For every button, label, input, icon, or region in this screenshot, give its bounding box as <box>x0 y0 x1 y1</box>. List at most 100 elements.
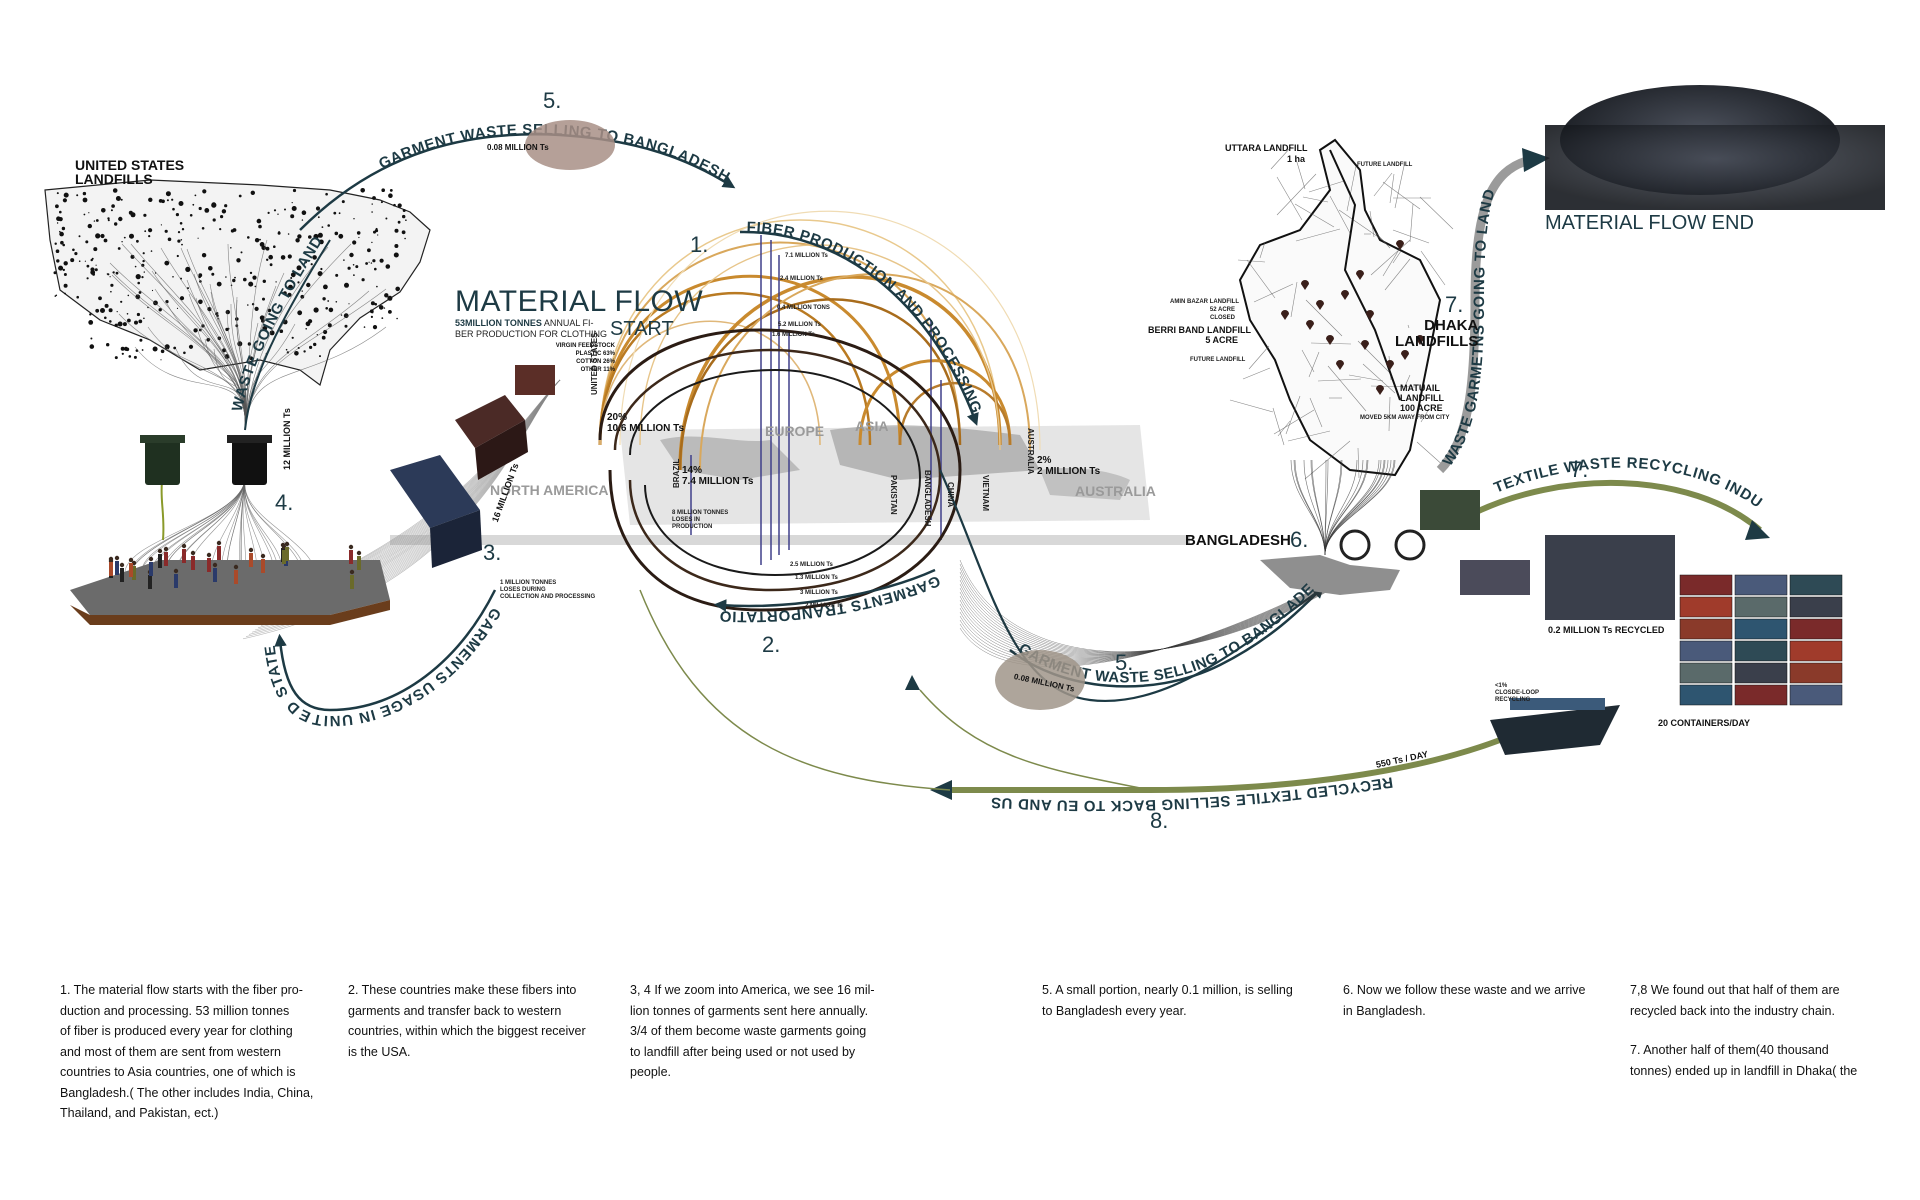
bangladesh-label: BANGLADESH <box>1185 532 1291 549</box>
note-2: 2. These countries make these fibers int… <box>348 983 586 1059</box>
road <box>1242 367 1271 380</box>
landfill-dot <box>353 274 355 276</box>
bangladesh-strand <box>959 559 1331 652</box>
funnel-strand <box>244 344 258 431</box>
landfill-dot <box>192 203 195 206</box>
landfill-dot <box>247 304 249 306</box>
garment-pile <box>995 650 1085 710</box>
landfill-dot <box>90 337 93 340</box>
landfill-dot <box>395 286 401 292</box>
landfill-dot <box>397 220 401 224</box>
road <box>1308 351 1320 378</box>
landfill-dot <box>183 351 186 355</box>
landfill-dot <box>317 216 320 219</box>
flow-recycling <box>1468 479 1762 533</box>
landfill-dot <box>164 260 170 266</box>
landfill-dot <box>198 299 203 305</box>
landfill-dot <box>93 220 96 222</box>
landfill-dot <box>309 345 313 349</box>
landfill-dot <box>287 254 292 259</box>
brazil-quantity: 14% 7.4 MILLION Ts <box>682 465 754 487</box>
person <box>349 550 353 564</box>
landfill-dot <box>142 259 145 263</box>
landfill-dot <box>297 310 303 316</box>
production-bar <box>940 380 942 540</box>
road <box>1362 363 1396 394</box>
moved-label: MOVED 5KM AWAY FROM CITY <box>1360 415 1450 421</box>
dhaka-funnel-strands <box>1290 459 1396 556</box>
person-head <box>190 550 196 556</box>
funnel-strand <box>118 313 246 431</box>
container <box>1789 596 1843 618</box>
landfill-dot <box>295 238 300 243</box>
landfill-dot <box>343 313 349 319</box>
person <box>191 556 195 570</box>
composition-item: VIRGIN FEEDSTOCK <box>555 343 615 349</box>
step-number-5-top: 5. <box>543 88 562 113</box>
future-landfill-label-2: FUTURE LANDFILL <box>1190 357 1246 363</box>
landfill-dot <box>291 336 294 339</box>
landfill-dot <box>116 311 118 313</box>
person <box>285 547 289 561</box>
landfill-dot <box>114 356 118 360</box>
road <box>1276 176 1303 221</box>
road <box>1338 209 1385 242</box>
road <box>1420 408 1430 423</box>
landfill-dot <box>95 219 99 222</box>
composition-item: OTHER 11% <box>580 367 615 373</box>
landfill-dot <box>291 206 297 211</box>
bangladesh-strand <box>959 571 1331 654</box>
landfill-dot <box>206 338 210 342</box>
landfill-dot <box>160 349 165 354</box>
fiber-arc <box>598 291 872 446</box>
landfill-dot <box>262 326 268 331</box>
landfill-dot <box>317 232 323 238</box>
dhaka-strand <box>1324 459 1396 556</box>
landfill-dot <box>368 261 370 263</box>
uttara-landfill-label: UTTARA LANDFILL 1 ha <box>1225 143 1307 165</box>
landfill-dot <box>134 265 137 268</box>
landfill-dot <box>363 326 366 328</box>
person <box>120 568 124 582</box>
landfill-dot <box>107 217 110 220</box>
container <box>1789 618 1843 640</box>
landfill-dot <box>128 355 132 358</box>
landfill-dot <box>179 222 183 225</box>
road <box>1285 395 1301 435</box>
dhaka-strand <box>1324 459 1369 556</box>
bangladesh-strand <box>959 586 1331 656</box>
landfill-dot <box>383 307 386 309</box>
landfill-dot <box>144 230 147 233</box>
production-bar <box>690 455 692 535</box>
production-loss-line: PRODUCTION <box>672 524 713 530</box>
landfill-dot <box>308 319 313 324</box>
landfill-dot <box>262 279 266 283</box>
note-6: 6. Now we follow these waste and we arri… <box>1343 983 1586 1018</box>
country-united-states: UNITED STATES <box>590 332 599 395</box>
landfill-dot <box>394 244 399 248</box>
landfill-dot <box>323 329 328 335</box>
road <box>1420 250 1446 286</box>
bangladesh-strand <box>959 582 1331 663</box>
start-subtitle: 53MILLION TONNES ANNUAL FI- BER PRODUCTI… <box>455 318 607 340</box>
landfill-dot <box>325 192 328 196</box>
country-australia: AUSTRALIA <box>1026 428 1035 475</box>
landfill-dot <box>343 259 345 261</box>
container <box>1679 640 1733 662</box>
continent-shape <box>830 425 1040 480</box>
landfill-dot <box>340 314 343 316</box>
landfill-dot <box>98 296 102 301</box>
flow-waste-landfill-us <box>244 239 331 431</box>
landfill-pin <box>1341 290 1349 300</box>
landfill-dot <box>224 204 228 208</box>
landfill-dot <box>143 271 145 273</box>
landfill-dot <box>268 254 274 260</box>
road <box>1357 447 1360 479</box>
landfill-dot <box>61 226 66 231</box>
bangladesh-strands <box>959 559 1331 667</box>
material-flow-start-title: MATERIAL FLOW <box>455 285 704 318</box>
landfill-dot <box>185 266 191 272</box>
landfill-dot <box>84 260 86 262</box>
landfill-dot <box>349 252 354 258</box>
landfill-dot <box>379 258 384 263</box>
